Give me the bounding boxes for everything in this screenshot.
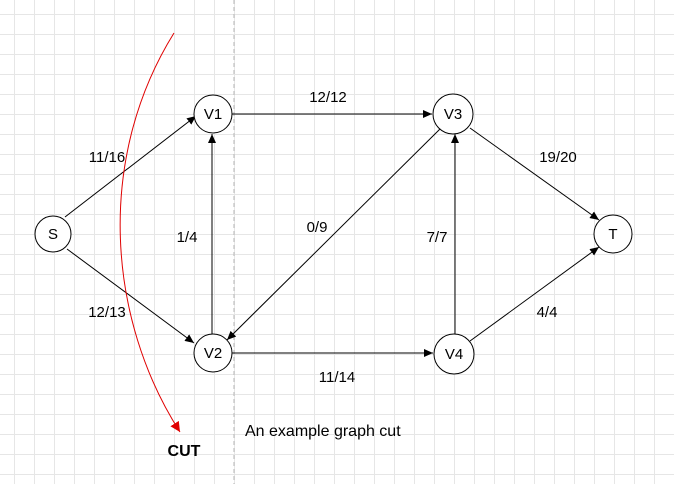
edge-label-v1-v3: 12/12 (309, 89, 347, 106)
edge-label-s-v1: 11/16 (89, 149, 125, 166)
cut-curve (119, 32, 181, 433)
node-t: T (593, 214, 633, 254)
edge-s-v2 (66, 248, 195, 344)
node-label-s: S (48, 226, 58, 243)
edge-label-v4-t: 4/4 (537, 304, 558, 321)
node-label-v4: V4 (445, 346, 463, 363)
edge-label-v4-v3: 7/7 (427, 229, 448, 246)
node-v2: V2 (193, 333, 233, 373)
edge-label-s-v2: 12/13 (88, 304, 126, 321)
edge-label-v2-v1: 1/4 (177, 229, 198, 246)
node-label-v2: V2 (204, 345, 222, 362)
node-v4: V4 (433, 333, 475, 375)
node-s: S (34, 215, 72, 253)
edge-v3-v2 (226, 128, 441, 341)
node-v3: V3 (432, 93, 474, 135)
edge-label-v3-t: 19/20 (539, 149, 577, 166)
node-label-v3: V3 (444, 106, 462, 123)
edges-group (64, 110, 600, 357)
edge-label-v2-v4: 11/14 (319, 369, 355, 386)
cut-label: CUT (168, 443, 201, 460)
edge-v4-t (469, 246, 600, 342)
edge-s-v1 (64, 115, 197, 218)
node-label-t: T (608, 226, 617, 243)
diagram-caption: An example graph cut (245, 423, 401, 440)
node-v1: V1 (193, 94, 233, 134)
edge-label-v3-v2: 0/9 (307, 219, 328, 236)
edge-v3-t (469, 127, 600, 221)
node-label-v1: V1 (204, 106, 222, 123)
